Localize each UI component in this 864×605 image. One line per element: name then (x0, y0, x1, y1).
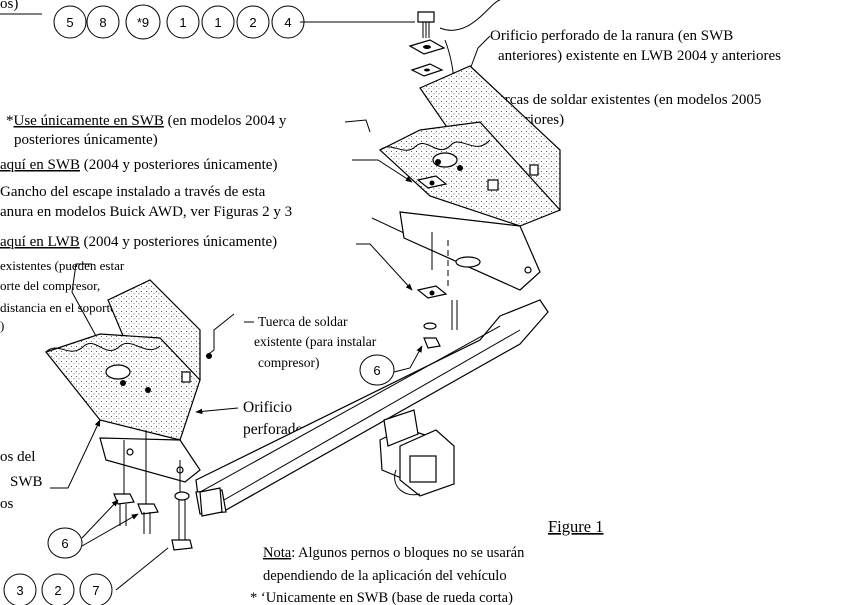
label-weld-nuts-1: Tuercas de soldar existentes (en modelos… (482, 92, 761, 108)
leader-here-lwb (356, 243, 413, 291)
footnote: * ‘Unicamente en SWB (base de rueda cort… (250, 590, 513, 605)
leader-use-only (344, 119, 371, 133)
label-drilled-1: Orificio (243, 399, 292, 416)
balloon-bottom-2: 2 (41, 573, 75, 605)
right-bracket (378, 65, 562, 349)
balloon-top-4: 1 (166, 5, 200, 39)
svg-text:4: 4 (284, 15, 291, 30)
label-here-lwb: aquí en LWB (2004 y posteriores únicamen… (0, 234, 277, 250)
balloon-top-6: 2 (236, 5, 270, 39)
svg-text:1: 1 (214, 15, 221, 30)
leader-drilled (195, 407, 239, 415)
balloon-6-left: 6 (47, 499, 139, 559)
top-partial-text: os) (0, 0, 18, 12)
label-weld-nut-3: compresor) (258, 355, 319, 370)
svg-text:6: 6 (373, 363, 380, 378)
label-existing-3: distancia en el soporte (0, 300, 116, 315)
hitch-crossbar (195, 299, 549, 517)
label-slot-hole-2: anteriores) existente en LWB 2004 y ante… (498, 48, 781, 64)
label-drilled-2: perforado (243, 421, 303, 438)
label-existing-2: orte del compresor, (0, 278, 100, 293)
label-existing-4: ) (0, 318, 4, 333)
balloon-leader-bottom (115, 547, 169, 591)
svg-text:5: 5 (66, 15, 73, 30)
leader-here-swb (352, 159, 413, 183)
label-exhaust-2: anura en modelos Buick AWD, ver Figuras … (0, 204, 292, 220)
label-left-3: os (0, 496, 14, 512)
leader-left (50, 419, 101, 489)
figure-title: Figure 1 (548, 517, 603, 536)
balloon-6-right: 6 (359, 345, 423, 386)
balloon-bottom-3: 7 (79, 573, 113, 605)
svg-text:8: 8 (99, 15, 106, 30)
label-left-2: SWB (10, 474, 43, 490)
top-bolt-stack (408, 0, 501, 141)
balloon-bottom-1: 3 (3, 573, 37, 605)
svg-text:*9: *9 (137, 15, 149, 30)
balloon-top-3: *9 (125, 4, 161, 40)
balloon-top-1: 5 (53, 5, 87, 39)
svg-text:3: 3 (16, 583, 23, 598)
label-left-1: os del (0, 449, 35, 465)
balloon-sequence-top: 5 8 *9 1 1 2 4 (53, 4, 415, 40)
label-use-only: *Use únicamente en SWB (en modelos 2004 … (6, 113, 287, 129)
label-slot-hole-1: Orificio perforado de la ranura (en SWB (490, 28, 733, 44)
balloon-top-5: 1 (201, 5, 235, 39)
balloon-top-7: 4 (271, 5, 305, 39)
label-existing-1: existentes (pueden estar (0, 258, 125, 273)
svg-text:1: 1 (179, 15, 186, 30)
label-weld-nut-2: existente (para instalar (254, 334, 377, 349)
label-use-only-2: posteriores únicamente) (14, 132, 158, 148)
label-weld-nut-1: Tuerca de soldar (258, 314, 348, 329)
balloon-top-2: 8 (86, 5, 120, 39)
svg-text:2: 2 (249, 15, 256, 30)
note-line-1: Nota: Algunos pernos o bloques no se usa… (263, 545, 525, 561)
left-bracket (44, 279, 235, 551)
label-exhaust-1: Gancho del escape instalado a través de … (0, 184, 266, 200)
balloon-sequence-bottom: 3 2 7 (3, 547, 169, 605)
label-here-swb: aquí en SWB (2004 y posteriores únicamen… (0, 157, 277, 173)
svg-text:2: 2 (54, 583, 61, 598)
svg-text:6: 6 (61, 536, 68, 551)
note-line-2: dependiendo de la aplicación del vehícul… (263, 568, 507, 584)
svg-text:7: 7 (92, 583, 99, 598)
